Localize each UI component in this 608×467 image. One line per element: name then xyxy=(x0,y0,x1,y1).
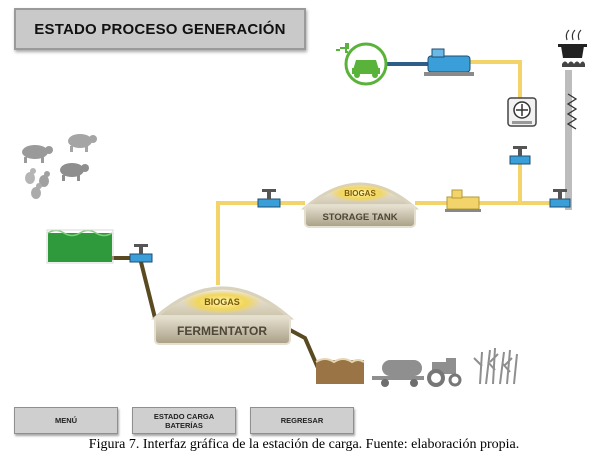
chicken-icon xyxy=(39,171,50,187)
process-diagram: BIOGAS FERMENTATOR BIOGAS STORAGE TANK xyxy=(22,29,587,387)
gas-pipes xyxy=(216,60,560,285)
chicken-icon xyxy=(31,183,42,199)
fertilizer-box-icon xyxy=(315,358,365,384)
valve-icon[interactable] xyxy=(509,146,531,165)
chicken-icon xyxy=(25,168,36,184)
water-tank-icon xyxy=(46,229,114,264)
crops-icon xyxy=(473,347,518,385)
menu-button-label: MENÚ xyxy=(54,416,78,425)
back-button-label: REGRESAR xyxy=(280,416,324,425)
storage-tank xyxy=(300,182,420,228)
page-title: ESTADO PROCESO GENERACIÓN xyxy=(14,8,306,50)
valve-icon[interactable] xyxy=(257,189,281,208)
tanker-truck-icon xyxy=(372,360,424,387)
figure-caption: Figura 7. Interfaz gráfica de la estació… xyxy=(88,437,520,452)
compressor-icon xyxy=(445,189,481,212)
pig-icon xyxy=(60,163,89,181)
back-button[interactable]: REGRESAR xyxy=(250,407,354,434)
fermentator-label: FERMENTATOR xyxy=(177,324,267,338)
valve-icon[interactable] xyxy=(129,244,153,263)
battery-state-button-label: ESTADO CARGA BATERÍAS xyxy=(153,411,215,430)
tractor-icon xyxy=(427,358,462,387)
storage-gas-label: BIOGAS xyxy=(344,189,376,198)
fermentator-gas-label: BIOGAS xyxy=(204,297,240,307)
storage-tank-label: STORAGE TANK xyxy=(322,212,397,223)
electric-car-icon[interactable] xyxy=(336,42,388,86)
cooking-pot-icon xyxy=(558,29,587,58)
fan-cooler-icon xyxy=(507,97,537,127)
fermentator-tank xyxy=(151,286,294,345)
generator-icon xyxy=(424,48,474,76)
flue-zigzag xyxy=(566,93,578,130)
battery-state-button[interactable]: ESTADO CARGA BATERÍAS xyxy=(132,407,236,434)
flame-icon xyxy=(562,61,585,67)
valve-icon[interactable] xyxy=(549,189,571,208)
pig-icon xyxy=(22,145,53,163)
chimney-pipe xyxy=(565,70,572,210)
menu-button[interactable]: MENÚ xyxy=(14,407,118,434)
pig-icon xyxy=(68,134,97,152)
